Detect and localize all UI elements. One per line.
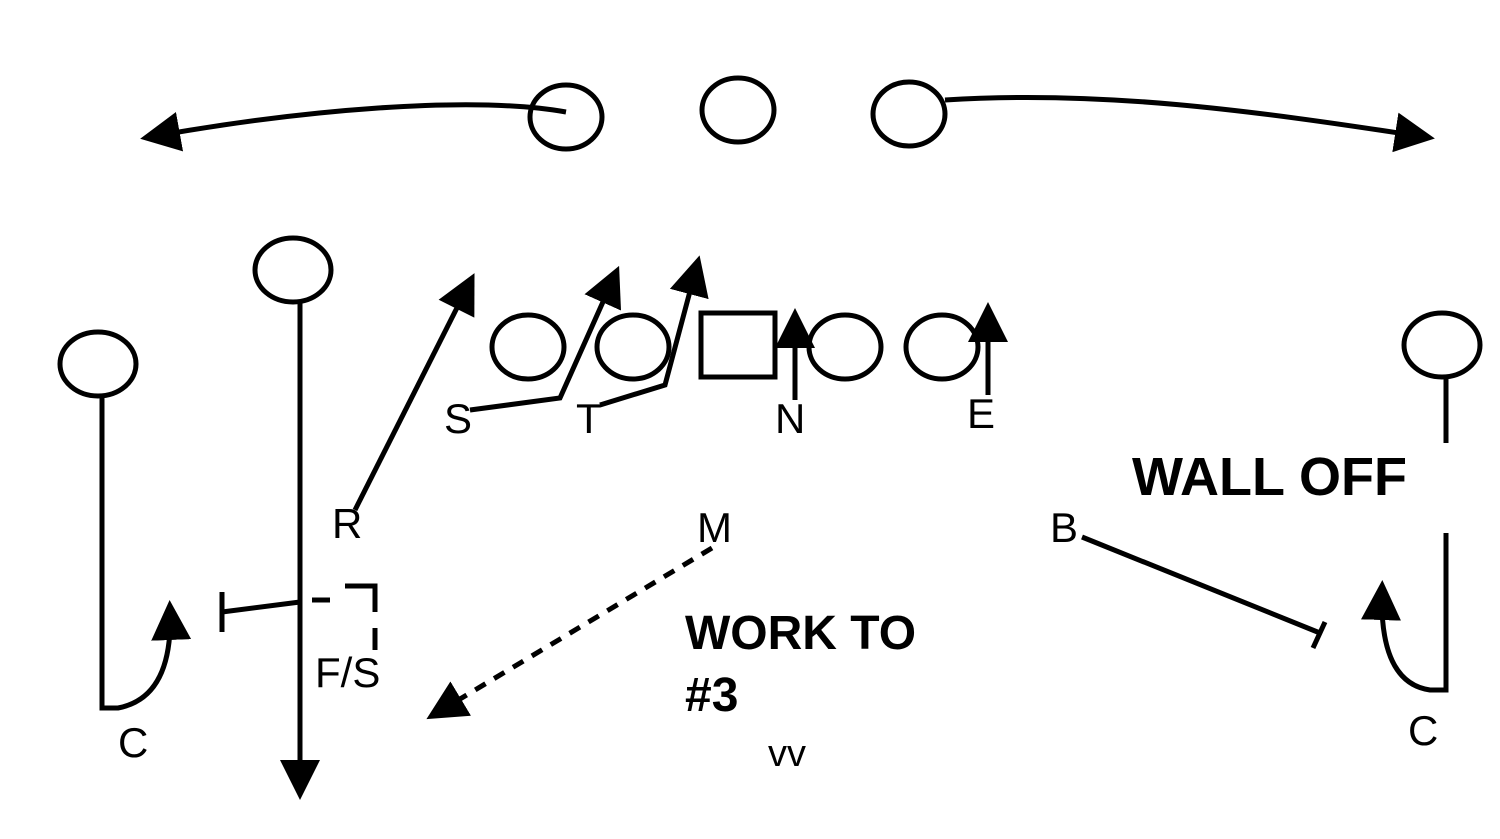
label-c-left: C bbox=[118, 719, 149, 766]
center-square bbox=[698, 310, 778, 380]
label-m: M bbox=[697, 504, 732, 551]
fs-dashed-corner bbox=[312, 583, 378, 650]
label-s: S bbox=[444, 395, 473, 442]
route-arrow-left bbox=[140, 102, 567, 152]
route-r bbox=[352, 273, 475, 512]
label-c-right: C bbox=[1408, 707, 1439, 754]
route-m-dashed bbox=[426, 545, 714, 720]
annotation-wall-off: WALL OFF bbox=[1132, 447, 1407, 507]
offense-player-top-right bbox=[870, 79, 948, 149]
offense-player-top-center bbox=[699, 75, 777, 145]
receiver-slot-left bbox=[252, 235, 334, 305]
route-wide-right-lower bbox=[1361, 533, 1449, 693]
lineman-5 bbox=[903, 312, 981, 382]
route-s bbox=[469, 265, 622, 413]
receiver-wide-right bbox=[1401, 310, 1483, 380]
annotation-number-3: #3 bbox=[685, 669, 739, 722]
route-t bbox=[599, 255, 709, 408]
lineman-2 bbox=[594, 312, 672, 382]
route-b-cap bbox=[1310, 620, 1328, 650]
annotation-work-to: WORK TO bbox=[685, 607, 917, 660]
label-t: T bbox=[576, 395, 602, 442]
receiver-wide-left bbox=[57, 329, 139, 399]
label-n: N bbox=[775, 395, 806, 442]
label-fs: F/S bbox=[315, 649, 381, 696]
label-e: E bbox=[967, 390, 996, 437]
label-r: R bbox=[332, 500, 363, 547]
route-b bbox=[1081, 534, 1321, 636]
label-b: B bbox=[1050, 504, 1079, 551]
offense-player-top-left bbox=[527, 82, 605, 152]
route-wide-left bbox=[99, 396, 192, 711]
lineman-1 bbox=[489, 312, 567, 382]
lineman-4 bbox=[806, 312, 884, 382]
label-vv: vv bbox=[768, 733, 806, 775]
route-arrow-right bbox=[944, 94, 1435, 153]
fs-block-line bbox=[221, 599, 301, 615]
